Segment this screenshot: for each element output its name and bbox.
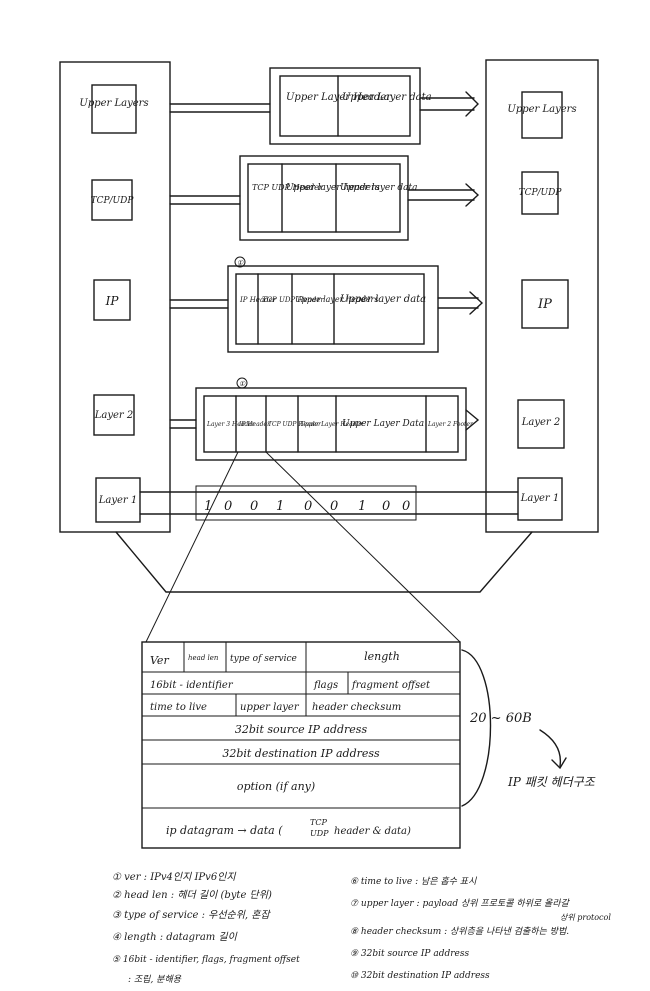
right-layer-tcp: TCP/UDP xyxy=(519,171,563,215)
ip-header-table: Ver head len type of service length 16bi… xyxy=(141,641,461,849)
packet-frame-upper-data: Upper Layer Data xyxy=(342,419,424,429)
left-layer-ip-label: IP xyxy=(105,294,120,308)
note-right-1: ⑥ time to live : 남은 홉수 표시 xyxy=(350,876,477,887)
packet-frame-marker: ① xyxy=(239,380,246,388)
packet-ip-upper-headers: Upper layer headers xyxy=(295,295,378,304)
field-destination-ip: 32bit destination IP address xyxy=(222,747,380,760)
left-layer-upper: Upper Layers xyxy=(79,84,149,134)
packet-frame-upper-header: Upper Layer Header xyxy=(300,421,364,428)
left-layer-ip: IP xyxy=(93,279,131,321)
packet-frame-ip-header: IP Header xyxy=(238,421,271,428)
note-left-3: ③ type of service : 우선순위, 혼잡 xyxy=(112,909,271,921)
packet-ip-upper-data: Upper layer data xyxy=(340,294,426,305)
bit-1: 0 xyxy=(224,499,232,514)
right-layer-2-label: Layer 2 xyxy=(521,417,561,428)
right-stack-frame xyxy=(485,59,599,533)
note-right-6: ⑩ 32bit destination IP address xyxy=(350,971,490,981)
left-layer-1: Layer 1 xyxy=(95,477,141,523)
flow-arrows xyxy=(169,91,484,431)
note-arrow-head xyxy=(551,757,567,770)
note-left-1: ① ver : IPv4인지 IPv6인지 xyxy=(112,871,236,883)
bit-6: 1 xyxy=(358,499,366,514)
bit-5: 0 xyxy=(330,499,338,514)
packet-upper-header: Upper Layer Header xyxy=(286,92,392,103)
bit-3: 1 xyxy=(276,499,284,514)
note-right-4: ⑧ header checksum : 상위층을 나타낸 검출하는 방법. xyxy=(350,926,569,937)
packet-ip: IP Header TCP UDP Header Upper layer hea… xyxy=(227,256,439,353)
left-layer-tcp: TCP/UDP xyxy=(91,179,135,221)
datagram-tcp: TCP xyxy=(310,818,327,827)
datagram-udp: UDP xyxy=(310,829,329,838)
bit-7: 0 xyxy=(382,499,390,514)
field-option: option (if any) xyxy=(237,780,315,793)
packet-ip-tcp-header: TCP UDP Header xyxy=(262,296,324,304)
field-fragment-offset: fragment offset xyxy=(351,680,431,691)
zoom-line-left xyxy=(145,451,239,643)
note-right-5: ⑨ 32bit source IP address xyxy=(350,949,469,959)
right-layer-tcp-label: TCP/UDP xyxy=(519,188,563,198)
bit-stream: 1 0 0 1 0 0 1 0 0 xyxy=(139,485,519,521)
note-left-4: ④ length : datagram 길이 xyxy=(112,931,238,943)
field-type-of-service: type of service xyxy=(230,654,297,664)
field-header-checksum: header checksum xyxy=(312,702,401,713)
datagram-suffix: header & data) xyxy=(334,826,411,837)
packet-frame-tcp-header: TCP UDP Header xyxy=(268,421,322,428)
field-ttl: time to live xyxy=(150,702,207,713)
note-left-6: : 조립, 분해용 xyxy=(128,974,182,985)
notes-right: ⑥ time to live : 남은 홉수 표시 ⑦ upper layer … xyxy=(350,876,611,981)
field-upper-layer: upper layer xyxy=(240,702,300,713)
packet-tcp-upper-headers: Upper layer headers xyxy=(286,183,380,193)
bit-2: 0 xyxy=(250,499,258,514)
packet-tcp-upper-data: Upper layer data xyxy=(340,183,418,193)
datagram-prefix: ip datagram → data ( xyxy=(166,824,283,837)
right-layer-upper-label: Upper Layers xyxy=(507,104,576,115)
packet-upper: Upper Layer Header Upper Layer data xyxy=(269,67,432,145)
packet-frame-l2-footer: Layer 2 Footer xyxy=(427,421,474,428)
right-layer-upper: Upper Layers xyxy=(507,91,577,139)
packet-tcp: TCP UDP Header Upper layer headers Upper… xyxy=(239,155,418,241)
packet-tcp-header: TCP UDP Header xyxy=(252,183,324,192)
bit-8: 0 xyxy=(402,499,410,514)
right-layer-1-label: Layer 1 xyxy=(520,493,560,504)
note-arrow xyxy=(539,729,562,767)
field-head-len: head len xyxy=(188,654,219,662)
size-note: 20 ~ 60B xyxy=(469,711,532,726)
right-layer-2: Layer 2 xyxy=(517,399,565,449)
right-layer-ip-label: IP xyxy=(537,297,552,312)
packet-frame: Layer 3 Header IP Header TCP UDP Header … xyxy=(195,377,474,461)
left-layer-tcp-label: TCP/UDP xyxy=(91,196,135,206)
packet-frame-l3-header: Layer 3 Header xyxy=(206,421,256,428)
bit-4: 0 xyxy=(304,499,312,514)
bit-0: 1 xyxy=(204,499,212,514)
link-path xyxy=(115,531,533,593)
note-left-2: ② head len : 헤더 길이 (byte 단위) xyxy=(112,889,272,901)
packet-ip-header: IP Header xyxy=(239,296,277,304)
left-layer-upper-label: Upper Layers xyxy=(79,98,148,109)
size-brace xyxy=(461,649,492,807)
left-layer-2-label: Layer 2 xyxy=(94,410,134,421)
note-right-2: ⑦ upper layer : payload 상위 프로토콜 하위로 올라갈 xyxy=(350,898,571,909)
field-flags: flags xyxy=(313,680,338,691)
field-ver: Ver xyxy=(150,654,169,667)
field-length: length xyxy=(364,650,400,663)
left-layer-1-label: Layer 1 xyxy=(98,495,138,506)
packet-ip-marker: ① xyxy=(237,259,244,267)
note-left-5: ⑤ 16bit - identifier, flags, fragment of… xyxy=(112,955,300,965)
left-stack-frame xyxy=(59,61,171,533)
packet-upper-data: Upper Layer data xyxy=(342,92,432,103)
field-identifier: 16bit - identifier xyxy=(150,680,234,691)
left-layer-2: Layer 2 xyxy=(93,394,135,436)
zoom-line-right xyxy=(265,451,461,643)
field-source-ip: 32bit source IP address xyxy=(235,723,368,736)
structure-note: IP 패킷 헤더구조 xyxy=(507,775,596,789)
note-right-3: 상위 protocol xyxy=(560,913,611,922)
notes-left: ① ver : IPv4인지 IPv6인지 ② head len : 헤더 길이… xyxy=(112,871,300,985)
right-layer-1: Layer 1 xyxy=(517,477,563,521)
right-layer-ip: IP xyxy=(521,279,569,329)
